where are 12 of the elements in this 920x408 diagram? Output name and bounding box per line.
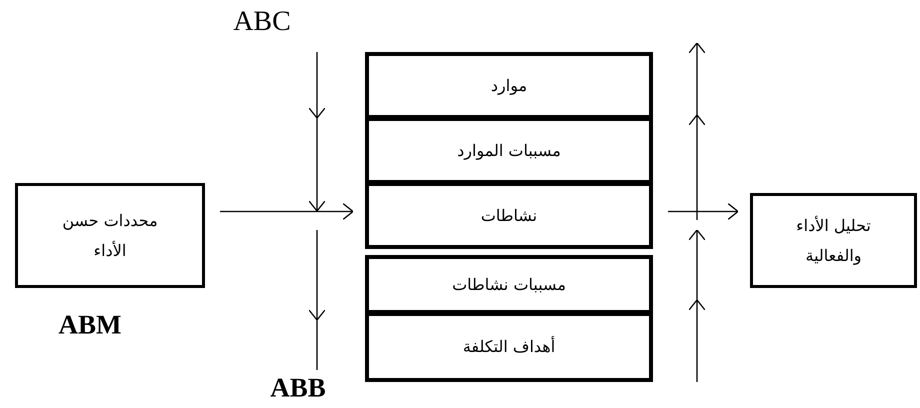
- stack-layer-box: موارد: [365, 52, 653, 119]
- process-box: تحليل الأداء والفعالية: [750, 193, 917, 288]
- stack-layer-box: نشاطات: [365, 182, 653, 249]
- stack-layer-box: مسببات نشاطات: [365, 255, 653, 314]
- process-box: محددات حسن الأداء: [15, 183, 205, 288]
- stack-layer-box: مسببات الموارد: [365, 117, 653, 184]
- arrow: [668, 202, 739, 220]
- arrow: [220, 202, 354, 220]
- label: ABB: [270, 374, 326, 402]
- stack-layer-box: أهداف التكلفة: [365, 312, 653, 382]
- title-label: ABC: [233, 8, 291, 36]
- label: ABM: [58, 312, 122, 338]
